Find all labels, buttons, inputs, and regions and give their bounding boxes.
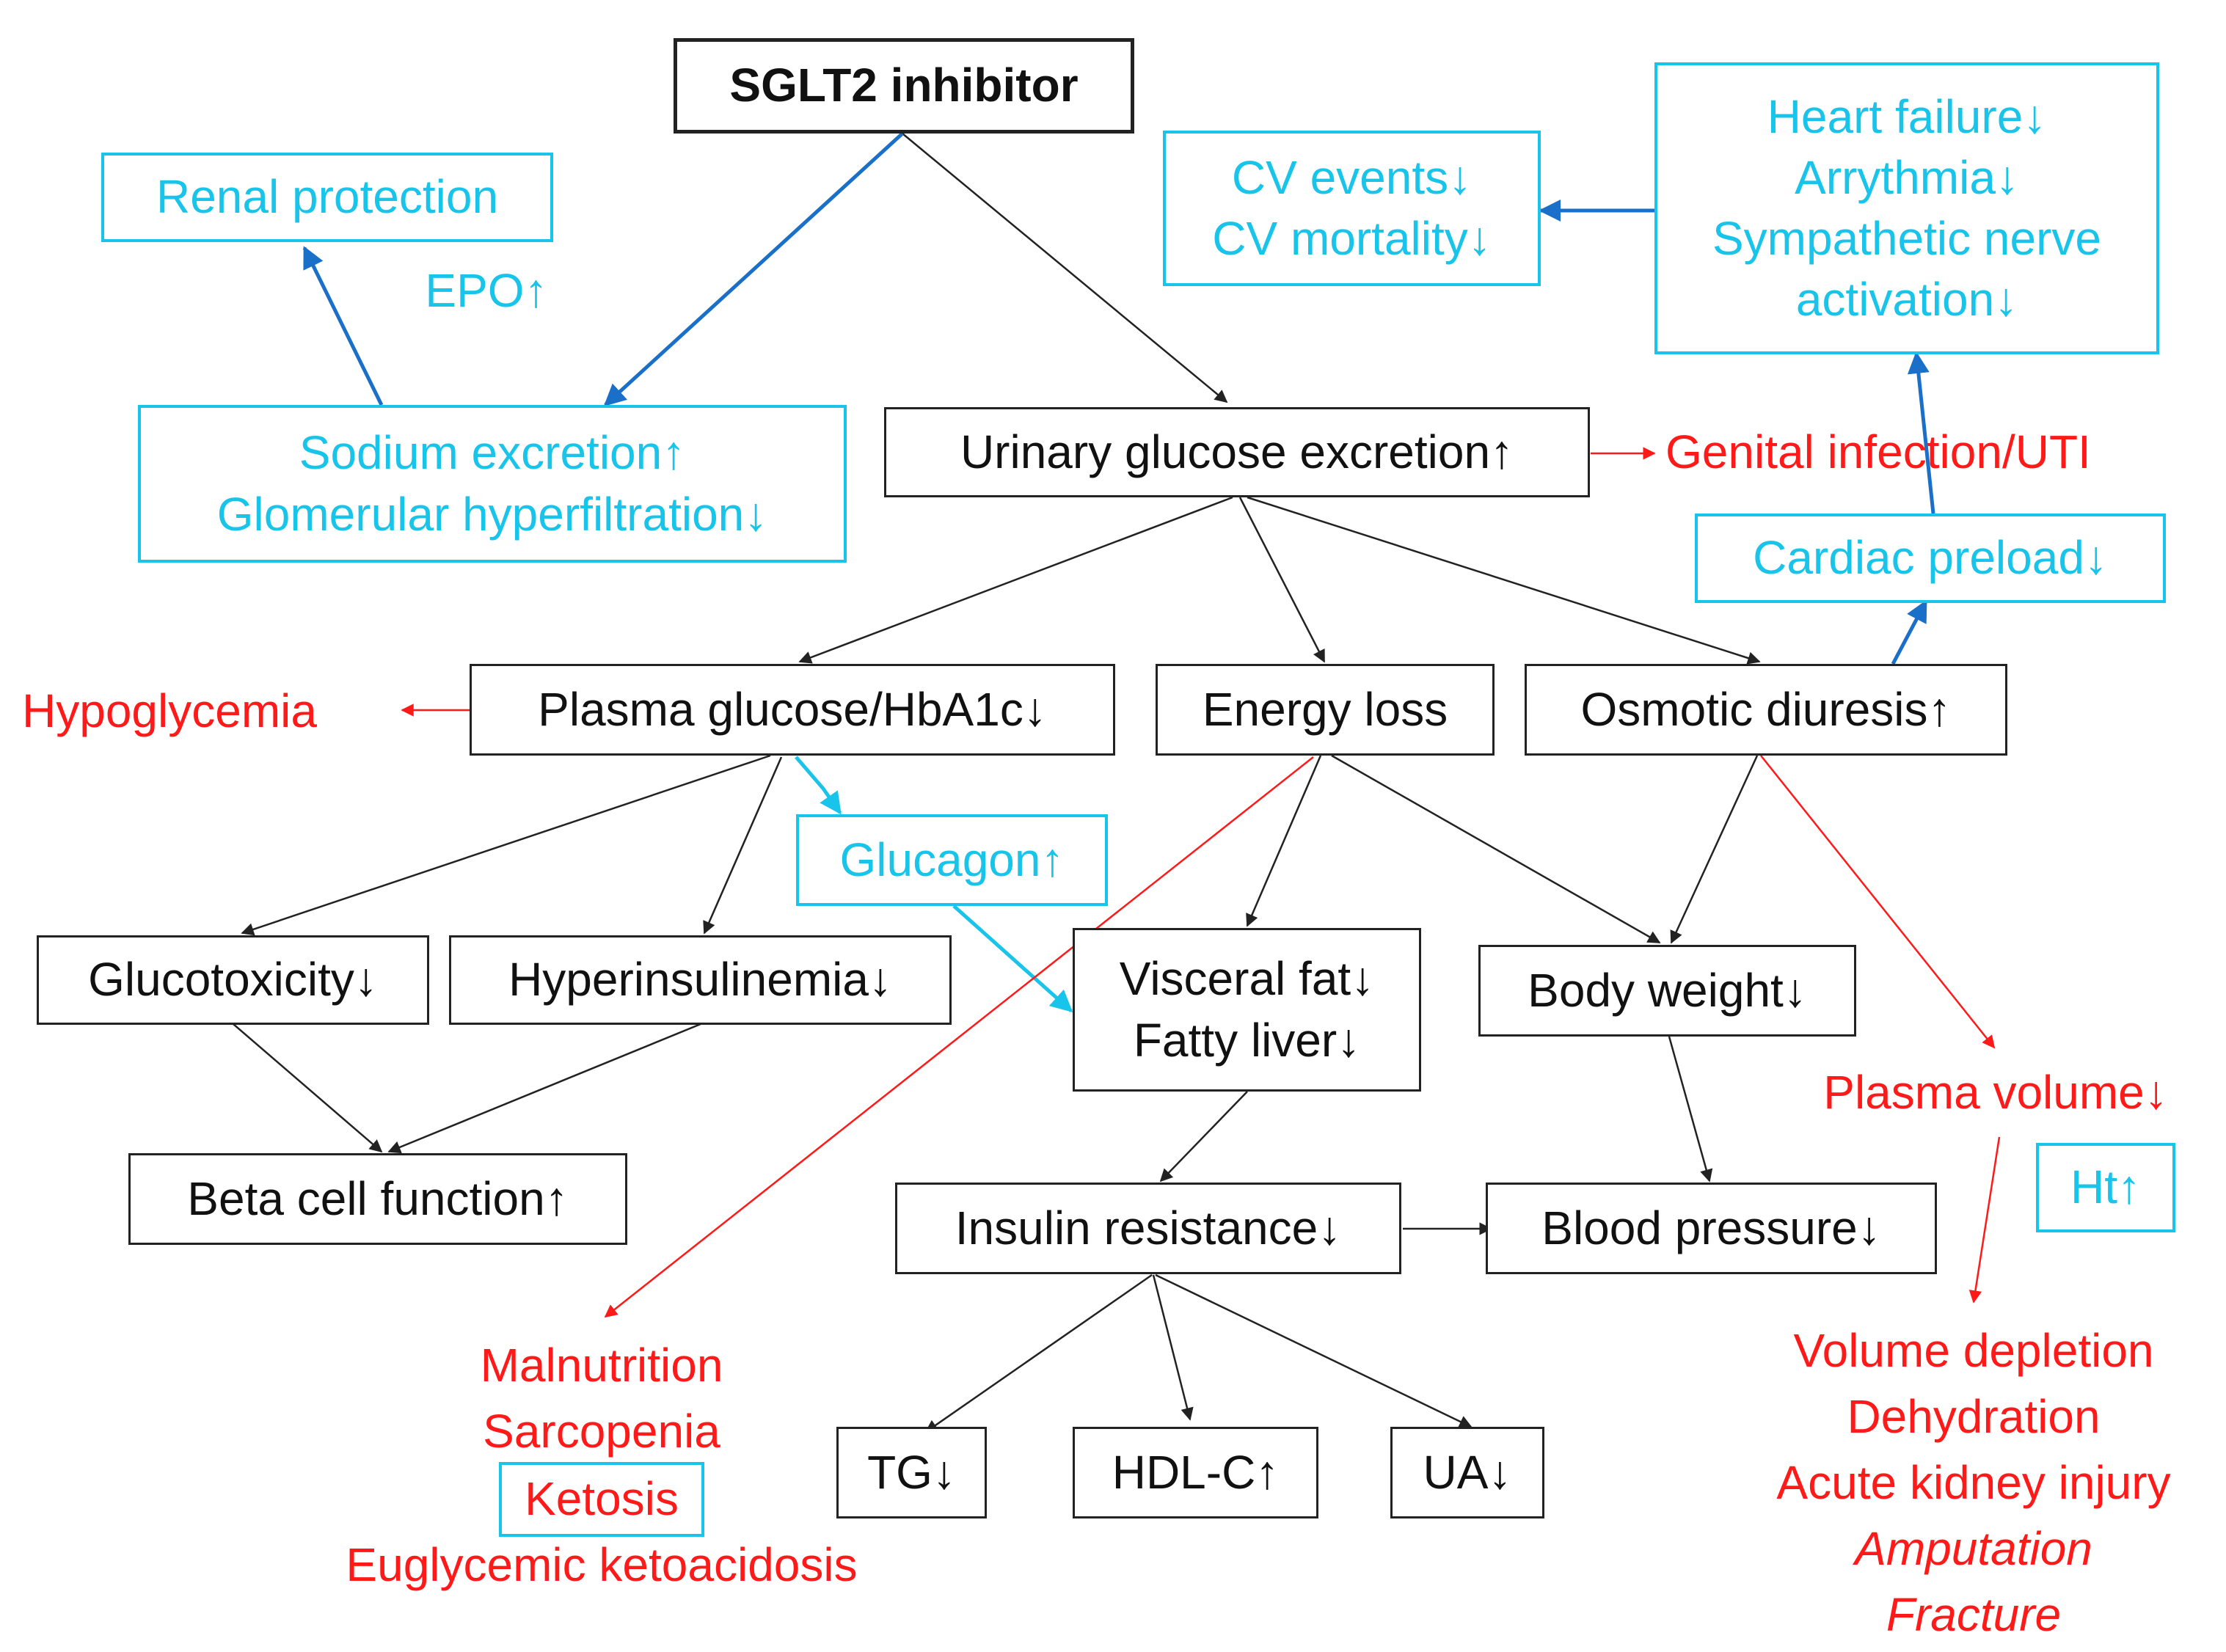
insulin-resistance-label: Insulin resistance↓ — [955, 1201, 1342, 1254]
body-weight-label: Body weight↓ — [1528, 963, 1807, 1017]
arrow-osmotic-to-cardiac-preload — [1891, 599, 1928, 665]
beta-cell-label: Beta cell function↑ — [187, 1172, 569, 1225]
arrow-urinary-to-energy-loss — [1238, 497, 1326, 663]
dehydration-label: Dehydration — [1847, 1390, 2101, 1443]
arrow-cardiac-preload-to-heart-failure — [1907, 351, 1935, 514]
body-weight-box: Body weight↓ — [1478, 945, 1856, 1037]
cv-events-label: CV events↓ — [1231, 150, 1473, 204]
hdl-c-box: HDL-C↑ — [1073, 1427, 1318, 1518]
cardiac-preload-box: Cardiac preload↓ — [1695, 513, 2166, 603]
sglt2-inhibitor-label: SGLT2 inhibitor — [729, 59, 1079, 112]
ketosis-label: Ketosis — [525, 1472, 679, 1526]
heart-failure-box: Heart failure↓ Arrythmia↓ Sympathetic ne… — [1654, 62, 2159, 354]
sodium-excretion-label: Sodium excretion↑ — [299, 426, 686, 480]
cv-events-box: CV events↓ CV mortality↓ — [1163, 131, 1541, 286]
sodium-excretion-box: Sodium excretion↑ Glomerular hyperfiltra… — [138, 405, 847, 563]
tg-label: TG↓ — [867, 1445, 956, 1499]
cardiac-preload-label: Cardiac preload↓ — [1753, 531, 2108, 585]
ht-box: Ht↑ — [2036, 1143, 2175, 1232]
urinary-glucose-box: Urinary glucose excretion↑ — [884, 407, 1590, 497]
epo-label: EPO↑ — [425, 264, 548, 317]
euglycemic-ketoacidosis-label: Euglycemic ketoacidosis — [346, 1538, 858, 1591]
activation-label: activation↓ — [1795, 273, 2018, 326]
ua-box: UA↓ — [1390, 1427, 1544, 1518]
plasma-volume-label: Plasma volume↓ — [1823, 1066, 2168, 1119]
hdl-c-label: HDL-C↑ — [1112, 1445, 1280, 1499]
arrow-sodium-to-renal-protection — [302, 246, 384, 406]
tg-box: TG↓ — [836, 1427, 987, 1518]
arrow-energy-loss-to-malnutrition — [604, 756, 1314, 1318]
arrow-body-weight-to-blood-pressure — [1668, 1036, 1713, 1183]
sarcopenia-label: Sarcopenia — [483, 1405, 720, 1458]
genital-infection-label: Genital infection/UTI — [1665, 425, 2091, 478]
volume-depletion-label: Volume depletion — [1793, 1324, 2154, 1377]
plasma-glucose-label: Plasma glucose/HbA1c↓ — [538, 682, 1047, 736]
energy-loss-label: Energy loss — [1202, 682, 1448, 736]
ua-label: UA↓ — [1423, 1445, 1512, 1499]
arrow-glucagon-to-visceral — [952, 904, 1073, 1012]
glomerular-hyperfiltration-label: Glomerular hyperfiltration↓ — [216, 487, 768, 541]
osmotic-diuresis-box: Osmotic diuresis↑ — [1525, 664, 2007, 756]
glucotoxicity-label: Glucotoxicity↓ — [88, 953, 378, 1006]
arrow-urinary-to-osmotic — [1247, 496, 1761, 665]
renal-protection-label: Renal protection — [156, 170, 499, 224]
hyperinsulinemia-box: Hyperinsulinemia↓ — [449, 935, 952, 1025]
renal-protection-box: Renal protection — [101, 153, 553, 242]
fatty-liver-label: Fatty liver↓ — [1133, 1013, 1361, 1067]
blood-pressure-label: Blood pressure↓ — [1541, 1201, 1881, 1254]
beta-cell-box: Beta cell function↑ — [128, 1153, 627, 1245]
glucagon-box: Glucagon↑ — [796, 814, 1108, 906]
arrow-insulin-resistance-to-tg — [924, 1273, 1153, 1433]
arrow-hyperinsulinemia-to-beta-cell — [387, 1023, 701, 1154]
sglt2-inhibitor-box: SGLT2 inhibitor — [674, 38, 1134, 134]
arrow-plasma-glucose-to-hyperinsulinemia — [703, 756, 783, 935]
amputation-label: Amputation — [1855, 1522, 2092, 1575]
arrow-plasma-glucose-to-glucotoxicity — [241, 754, 771, 936]
arrow-visceral-to-insulin-resistance — [1159, 1091, 1248, 1183]
ketosis-box: Ketosis — [499, 1462, 704, 1537]
hypoglycemia-label: Hypoglycemia — [22, 684, 317, 737]
arrow-energy-loss-to-body-weight — [1331, 754, 1661, 944]
plasma-glucose-box: Plasma glucose/HbA1c↓ — [470, 664, 1115, 756]
ht-label: Ht↑ — [2070, 1161, 2141, 1214]
arrow-insulin-resistance-to-hdl — [1152, 1274, 1194, 1421]
blood-pressure-box: Blood pressure↓ — [1486, 1183, 1937, 1274]
energy-loss-box: Energy loss — [1156, 664, 1495, 756]
arrow-osmotic-to-body-weight — [1670, 755, 1759, 944]
sympathetic-nerve-label: Sympathetic nerve — [1712, 212, 2102, 265]
insulin-resistance-box: Insulin resistance↓ — [895, 1183, 1401, 1274]
fracture-label: Fracture — [1886, 1588, 2062, 1641]
visceral-fat-box: Visceral fat↓ Fatty liver↓ — [1073, 928, 1421, 1092]
arrow-insulin-resistance-to-ua — [1155, 1273, 1473, 1428]
visceral-fat-label: Visceral fat↓ — [1119, 952, 1375, 1006]
acute-kidney-injury-label: Acute kidney injury — [1776, 1456, 2171, 1509]
arrow-osmotic-to-plasma-volume — [1760, 755, 1996, 1049]
cv-mortality-label: CV mortality↓ — [1212, 212, 1492, 265]
glucotoxicity-box: Glucotoxicity↓ — [37, 935, 429, 1025]
arrow-plasma-glucose-to-glucagon — [795, 756, 842, 815]
arrythmia-label: Arrythmia↓ — [1795, 150, 2019, 204]
hyperinsulinemia-label: Hyperinsulinemia↓ — [508, 953, 892, 1006]
arrow-energy-loss-to-visceral — [1246, 755, 1322, 927]
arrow-plasma-volume-to-volume-depletion — [1968, 1136, 2001, 1304]
heart-failure-label: Heart failure↓ — [1767, 89, 2047, 143]
glucagon-label: Glucagon↑ — [839, 833, 1065, 886]
arrow-glucotoxicity-to-beta-cell — [233, 1023, 383, 1153]
arrow-sglt2-to-sodium — [603, 132, 904, 407]
arrow-sglt2-to-urinary — [902, 133, 1228, 403]
malnutrition-label: Malnutrition — [480, 1339, 723, 1392]
arrow-urinary-to-plasma-glucose — [798, 496, 1233, 664]
osmotic-diuresis-label: Osmotic diuresis↑ — [1580, 682, 1952, 736]
urinary-glucose-label: Urinary glucose excretion↑ — [960, 425, 1514, 478]
